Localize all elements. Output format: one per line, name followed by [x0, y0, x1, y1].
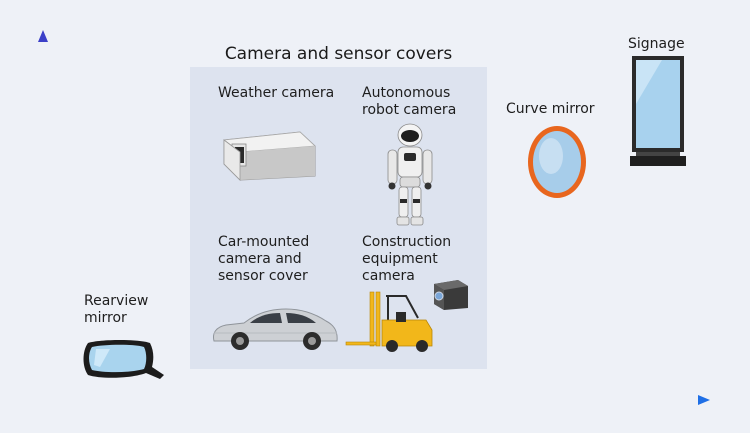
construction-equipment-camera-label: Construction equipment camera [362, 234, 452, 284]
weather-camera-icon [222, 131, 316, 181]
curve-mirror-label: Curve mirror [506, 101, 595, 117]
construction-camera-icon [434, 280, 468, 310]
signage-icon [630, 56, 686, 166]
autonomous-robot-camera-label: Autonomous robot camera [362, 85, 457, 118]
forklift-icon [345, 291, 433, 352]
robot-icon [387, 123, 433, 226]
y-axis-arrow [38, 30, 48, 42]
car-icon [213, 308, 338, 350]
curve-mirror-icon [528, 126, 586, 198]
car-mounted-camera-label: Car-mounted camera and sensor cover [218, 234, 310, 284]
camera-sensor-group-box [190, 67, 487, 369]
weather-camera-label: Weather camera [218, 85, 335, 101]
x-axis-arrow [698, 395, 710, 405]
rearview-mirror-label: Rearview mirror [84, 293, 149, 326]
rearview-mirror-icon [83, 340, 164, 379]
group-title: Camera and sensor covers [224, 44, 453, 64]
signage-label: Signage [628, 36, 685, 52]
